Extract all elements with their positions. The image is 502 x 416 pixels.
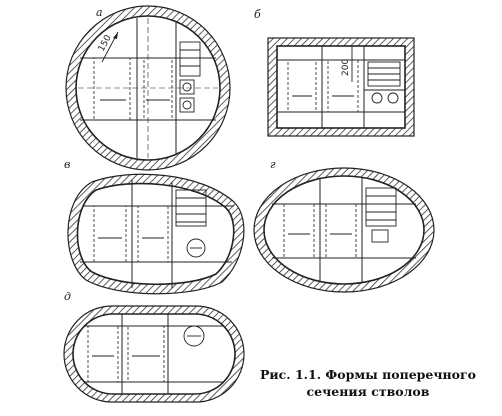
panel-b-label: б <box>254 8 261 21</box>
panel-b-ladder-compartment <box>364 61 405 104</box>
panel-b-interior <box>276 45 406 129</box>
panel-v-ladder-compartment <box>175 189 207 258</box>
panel-d-stadium-shaft: д <box>63 290 245 403</box>
panel-d-label: д <box>64 290 71 303</box>
panel-a-circular-shaft: 150 а <box>65 5 231 171</box>
panel-g-label: г <box>270 158 276 171</box>
panel-v-interior <box>76 182 235 286</box>
panel-a-label: а <box>96 6 103 19</box>
figure-caption-line-2: сечения стволов <box>307 384 430 399</box>
panel-g-elliptical-shaft: г <box>253 158 435 293</box>
panel-v-egg-shaft: в <box>64 158 245 295</box>
panel-v-label: в <box>64 158 70 171</box>
panel-g-interior <box>263 175 425 285</box>
panel-b-dimension-label: 200 <box>341 59 351 76</box>
panel-b-rectangular-shaft: 200 б <box>254 8 415 137</box>
figure-caption-line-1: Рис. 1.1. Формы поперечного <box>260 367 476 382</box>
panel-d-pipe-compartment <box>183 325 205 347</box>
panel-g-ladder-compartment <box>365 187 397 243</box>
panel-d-interior <box>72 313 236 395</box>
panel-a-interior <box>75 15 221 161</box>
panel-a-ladder-compartment <box>176 41 204 121</box>
